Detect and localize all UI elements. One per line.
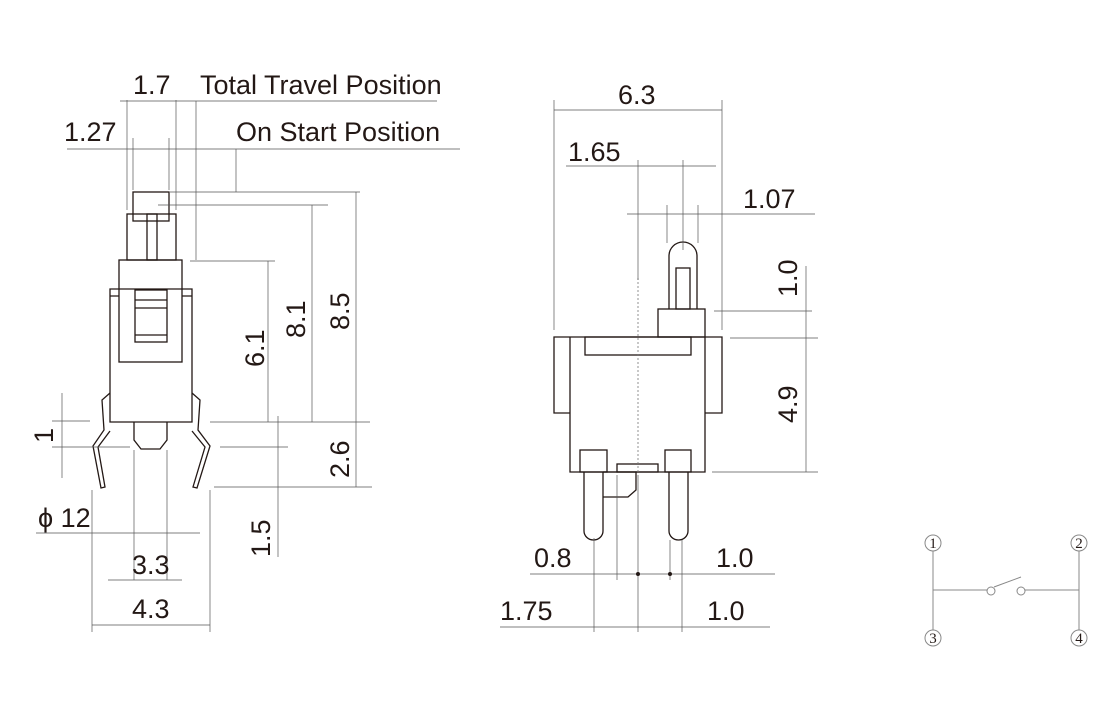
dim-4-9: 4.9 bbox=[773, 385, 803, 423]
side-view-outline bbox=[553, 241, 723, 541]
dim-0-8: 0.8 bbox=[534, 543, 572, 573]
dim-3-3: 3.3 bbox=[132, 550, 170, 580]
pin-1-label: 1 bbox=[929, 536, 937, 552]
on-start-position-label: On Start Position bbox=[236, 117, 440, 147]
dim-1-75: 1.75 bbox=[500, 596, 553, 626]
dim-8-1: 8.1 bbox=[281, 300, 311, 338]
dim-1: 1 bbox=[29, 428, 59, 443]
dim-6-3: 6.3 bbox=[618, 80, 656, 110]
pin-4-label: 4 bbox=[1075, 631, 1083, 647]
dim-1-0-top: 1.0 bbox=[773, 259, 803, 297]
dim-1-0-mid: 1.0 bbox=[716, 543, 754, 573]
dim-4-3: 4.3 bbox=[132, 594, 170, 624]
dim-phi-12: ϕ 12 bbox=[38, 503, 91, 533]
dim-1-0-bottom: 1.0 bbox=[707, 596, 745, 626]
dim-1-7: 1.7 bbox=[133, 70, 171, 100]
front-view-outline bbox=[92, 191, 211, 489]
front-view-dimension-lines bbox=[36, 100, 460, 632]
pin-2-label: 2 bbox=[1075, 536, 1083, 552]
switch-schematic bbox=[924, 534, 1088, 647]
dim-1-27: 1.27 bbox=[64, 117, 117, 147]
dim-1-65: 1.65 bbox=[568, 137, 621, 167]
dim-1-07: 1.07 bbox=[743, 184, 796, 214]
dim-2-6: 2.6 bbox=[325, 440, 355, 478]
pin-3-label: 3 bbox=[929, 631, 937, 647]
side-view-dimension-lines bbox=[500, 100, 818, 632]
total-travel-position-label: Total Travel Position bbox=[200, 70, 442, 100]
dim-1-5: 1.5 bbox=[246, 519, 276, 557]
dim-8-5: 8.5 bbox=[325, 292, 355, 330]
dim-6-1: 6.1 bbox=[240, 329, 270, 367]
